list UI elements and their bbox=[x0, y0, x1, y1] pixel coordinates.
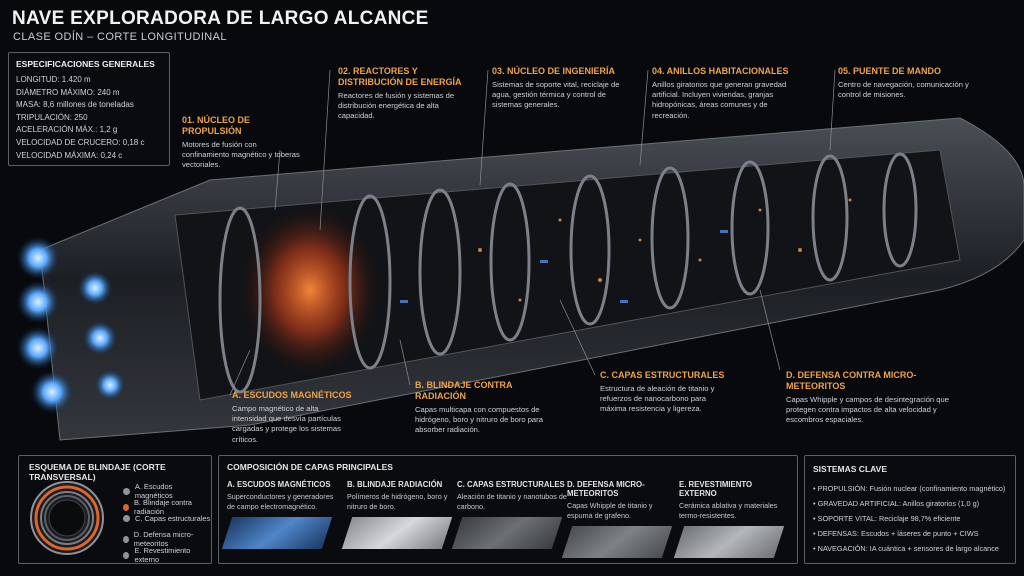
legend-dot bbox=[123, 535, 129, 543]
specs-heading: ESPECIFICACIONES GENERALES bbox=[16, 59, 155, 69]
callout-title: 05. PUENTE DE MANDO bbox=[838, 66, 942, 76]
composition-title: COMPOSICIÓN DE CAPAS PRINCIPALES bbox=[227, 462, 393, 472]
callout-desc: Capas multicapa con compuestos de hidróg… bbox=[415, 405, 543, 435]
callout-title: B. BLINDAJE CONTRA RADIACIÓN bbox=[415, 380, 513, 401]
legend-dot bbox=[123, 487, 130, 495]
composition-item: A. ESCUDOS MAGNÉTICOS Superconductores y… bbox=[221, 480, 339, 550]
material-swatch bbox=[341, 517, 453, 550]
material-swatch bbox=[221, 517, 333, 550]
callout-desc: Centro de navegación, comunicación y con… bbox=[838, 80, 969, 100]
callout-title: 04. ANILLOS HABITACIONALES bbox=[652, 66, 789, 76]
callout-structural-layers: C. CAPAS ESTRUCTURALES Estructura de ale… bbox=[600, 370, 730, 415]
engine-nozzles bbox=[16, 236, 126, 414]
legend-dot bbox=[123, 515, 130, 522]
spec-row: ACELERACIÓN MÁX.: 1,2 g bbox=[16, 125, 118, 135]
material-swatch bbox=[451, 517, 563, 550]
callout-desc: Estructura de aleación de titanio y refu… bbox=[600, 384, 715, 414]
spec-row: VELOCIDAD MÁXIMA: 0,24 c bbox=[16, 150, 123, 160]
composition-item-desc: Capas Whipple de titanio y espuma de gra… bbox=[567, 501, 653, 520]
legend-dot bbox=[123, 551, 130, 559]
composition-item: E. REVESTIMIENTO EXTERNO Cerámica ablati… bbox=[673, 480, 791, 559]
legend-label: D. Defensa micro-meteoritos bbox=[133, 530, 194, 548]
callout-engineering: 03. NÚCLEO DE INGENIERÍA Sistemas de sop… bbox=[492, 66, 632, 111]
composition-item: B. BLINDAJE RADIACIÓN Polímeros de hidró… bbox=[341, 480, 459, 550]
spec-row: MASA: 8,6 millones de toneladas bbox=[16, 100, 134, 110]
system-item: • NAVEGACIÓN: IA cuántica + sensores de … bbox=[813, 544, 999, 553]
callout-desc: Campo magnético de alta intensidad que d… bbox=[232, 404, 341, 444]
shield-legend-item: E. Revestimiento externo bbox=[123, 546, 211, 564]
system-item: • GRAVEDAD ARTIFICIAL: Anillos giratorio… bbox=[813, 499, 980, 508]
callout-title: A. ESCUDOS MAGNÉTICOS bbox=[232, 390, 352, 400]
callout-title: 01. NÚCLEO DE PROPULSIÓN bbox=[182, 115, 251, 136]
composition-item-desc: Aleación de titanio y nanotubos de carbo… bbox=[457, 492, 567, 511]
key-systems-panel: SISTEMAS CLAVE • PROPULSIÓN: Fusión nucl… bbox=[804, 455, 1016, 564]
callout-propulsion: 01. NÚCLEO DE PROPULSIÓN Motores de fusi… bbox=[182, 115, 302, 171]
composition-item-desc: Cerámica ablativa y materiales termo-res… bbox=[679, 501, 778, 520]
shield-legend-item: B. Blindaje contra radiación bbox=[123, 498, 211, 516]
shield-legend-item: A. Escudos magnéticos bbox=[123, 482, 211, 500]
callout-title: C. CAPAS ESTRUCTURALES bbox=[600, 370, 725, 380]
reactor-glow bbox=[240, 205, 380, 375]
composition-item-desc: Superconductores y generadores de campo … bbox=[227, 492, 334, 511]
system-item: • SOPORTE VITAL: Reciclaje 98,7% eficien… bbox=[813, 514, 961, 523]
material-swatch bbox=[561, 526, 673, 559]
callout-habitation: 04. ANILLOS HABITACIONALES Anillos girat… bbox=[652, 66, 792, 121]
ship-interior bbox=[174, 149, 961, 401]
page-subtitle: CLASE ODÍN – CORTE LONGITUDINAL bbox=[13, 31, 227, 43]
callout-title: D. DEFENSA CONTRA MICRO-METEORITOS bbox=[786, 370, 917, 391]
callout-title: 03. NÚCLEO DE INGENIERÍA bbox=[492, 66, 616, 76]
habitation-rings bbox=[218, 152, 918, 394]
cross-section-diagram bbox=[30, 481, 104, 555]
shield-scheme-title: ESQUEMA DE BLINDAJE (CORTE TRANSVERSAL) bbox=[29, 462, 166, 482]
callout-desc: Capas Whipple y campos de desintegración… bbox=[786, 395, 949, 425]
spec-row: VELOCIDAD DE CRUCERO: 0,18 c bbox=[16, 137, 145, 147]
interior-blue-lights bbox=[400, 230, 728, 303]
interior-lights bbox=[478, 198, 852, 302]
composition-item-desc: Polímeros de hidrógeno, boro y nitruro d… bbox=[347, 492, 448, 511]
legend-dot bbox=[123, 503, 129, 511]
composition-item-title: E. REVESTIMIENTO EXTERNO bbox=[679, 480, 753, 498]
spec-row: LONGITUD: 1.420 m bbox=[16, 75, 91, 84]
shield-legend-item: C. Capas estructurales bbox=[123, 514, 210, 523]
composition-item-title: D. DEFENSA MICRO-METEORITOS bbox=[567, 480, 645, 498]
legend-label: E. Revestimiento externo bbox=[134, 546, 191, 564]
callout-desc: Motores de fusión con confinamiento magn… bbox=[182, 140, 300, 170]
callout-title: 02. REACTORES Y DISTRIBUCIÓN DE ENERGÍA bbox=[338, 66, 462, 87]
page-title: NAVE EXPLORADORA DE LARGO ALCANCE bbox=[12, 8, 429, 29]
callout-radiation-shielding: B. BLINDAJE CONTRA RADIACIÓN Capas multi… bbox=[415, 380, 555, 436]
system-item: • DEFENSAS: Escudos + láseres de punto +… bbox=[813, 529, 979, 538]
callout-reactors: 02. REACTORES Y DISTRIBUCIÓN DE ENERGÍA … bbox=[338, 66, 473, 122]
system-item: • PROPULSIÓN: Fusión nuclear (confinamie… bbox=[813, 484, 1006, 493]
legend-label: C. Capas estructurales bbox=[135, 514, 211, 523]
callout-desc: Sistemas de soporte vital, reciclaje de … bbox=[492, 80, 620, 110]
callout-bridge: 05. PUENTE DE MANDO Centro de navegación… bbox=[838, 66, 988, 100]
shield-scheme-panel: ESQUEMA DE BLINDAJE (CORTE TRANSVERSAL) … bbox=[18, 455, 212, 564]
callout-magnetic-shields: A. ESCUDOS MAGNÉTICOS Campo magnético de… bbox=[232, 390, 352, 445]
composition-item: D. DEFENSA MICRO-METEORITOS Capas Whippl… bbox=[561, 480, 679, 559]
material-swatch bbox=[673, 526, 785, 559]
composition-item-title: C. CAPAS ESTRUCTURALES bbox=[457, 480, 565, 489]
shield-legend-item: D. Defensa micro-meteoritos bbox=[123, 530, 211, 548]
callout-micrometeorite-defense: D. DEFENSA CONTRA MICRO-METEORITOS Capas… bbox=[786, 370, 961, 426]
composition-item-title: A. ESCUDOS MAGNÉTICOS bbox=[227, 480, 331, 489]
legend-label: B. Blindaje contra radiación bbox=[133, 498, 192, 516]
composition-item-title: B. BLINDAJE RADIACIÓN bbox=[347, 480, 443, 489]
composition-panel: COMPOSICIÓN DE CAPAS PRINCIPALES A. ESCU… bbox=[218, 455, 798, 564]
specs-panel: ESPECIFICACIONES GENERALES LONGITUD: 1.4… bbox=[8, 52, 170, 166]
spec-row: DIÁMETRO MÁXIMO: 240 m bbox=[16, 87, 120, 97]
legend-label: A. Escudos magnéticos bbox=[134, 482, 173, 500]
callout-desc: Anillos giratorios que generan gravedad … bbox=[652, 80, 787, 120]
key-systems-title: SISTEMAS CLAVE bbox=[813, 464, 887, 474]
composition-item: C. CAPAS ESTRUCTURALES Aleación de titan… bbox=[451, 480, 569, 550]
callout-desc: Reactores de fusión y sistemas de distri… bbox=[338, 91, 455, 121]
spec-row: TRIPULACIÓN: 250 bbox=[16, 112, 88, 122]
